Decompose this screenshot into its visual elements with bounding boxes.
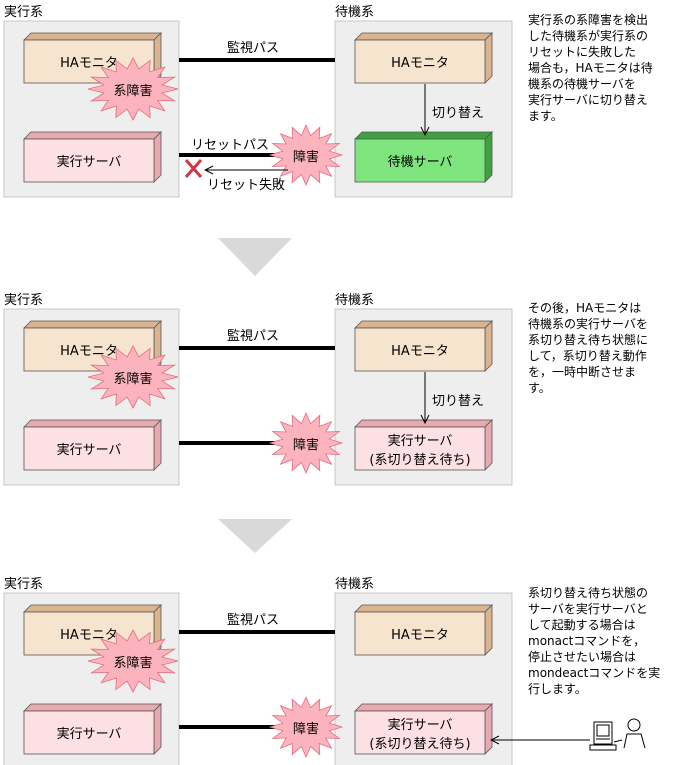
panel-2-standby-monitor-label: HAモニタ xyxy=(391,344,449,359)
panel-3-description: 系切り替え待ち状態の サーバを実行サーバと して起動する場合は monactコマ… xyxy=(528,586,661,696)
panel-3-standby-group-label: 待機系 xyxy=(335,577,374,592)
operator-terminal-icon xyxy=(589,718,646,751)
panel-3-monitor-path-label: 監視パス xyxy=(227,612,279,628)
panel-2-system-fault-icon xyxy=(87,345,179,409)
panel-1-active-server-box xyxy=(23,131,162,183)
panel-3-fault-label: 障害 xyxy=(293,721,319,737)
panel-1-system-fault-label: 系障害 xyxy=(113,83,152,99)
panel-1-active-server-label: 実行サーバ xyxy=(57,154,122,170)
panel-1-reset-failed-label: リセット失敗 xyxy=(207,178,285,193)
panel-3-standby-monitor-label: HAモニタ xyxy=(391,628,449,643)
panel-1-switch-label: 切り替え xyxy=(432,106,484,121)
panel-3-standby-server-label-1: 実行サーバ xyxy=(388,717,453,733)
panel-2-active-server-label: 実行サーバ xyxy=(57,442,122,458)
panel-2-switch-label: 切り替え xyxy=(432,394,484,409)
panel-3-standby-server-box xyxy=(354,703,493,755)
panel-3-active-monitor-label: HAモニタ xyxy=(60,628,118,643)
panel-1-standby-monitor-label: HAモニタ xyxy=(391,56,449,71)
panel-3-active-server-box xyxy=(23,703,162,755)
panel-2-fault-icon xyxy=(268,411,344,475)
panel-2-system-fault-label: 系障害 xyxy=(113,371,152,387)
down-arrow-divider-icon-1 xyxy=(218,238,292,276)
panel-1-fault-label: 障害 xyxy=(293,149,319,165)
panel-1-standby-group-label: 待機系 xyxy=(335,5,374,20)
panel-2-fault-label: 障害 xyxy=(293,437,319,453)
panel-2-active-server-box xyxy=(23,419,162,471)
panel-1-reset-path-label: リセットパス xyxy=(191,138,269,153)
panel-1-failure-x-icon xyxy=(184,159,203,178)
panel-3-system-fault-icon xyxy=(87,629,179,693)
panel-3-system-fault-label: 系障害 xyxy=(113,655,152,671)
panel-2-standby-server-label-1: 実行サーバ xyxy=(388,433,453,449)
panel-1-monitor-path-label: 監視パス xyxy=(227,40,279,56)
panel-1-standby-server-label: 待機サーバ xyxy=(388,155,453,170)
panel-2-standby-server-box xyxy=(354,419,493,471)
panel-2-active-group-label: 実行系 xyxy=(4,292,43,308)
panel-1-standby-server-box xyxy=(354,131,493,183)
panel-1-active-group-label: 実行系 xyxy=(4,4,43,20)
panel-3-active-server-label: 実行サーバ xyxy=(57,726,122,742)
panel-3-standby-server-label-2: (系切り替え待ち) xyxy=(369,737,470,752)
panel-2-standby-group-label: 待機系 xyxy=(335,293,374,308)
down-arrow-divider-icon-2 xyxy=(218,519,292,553)
panel-2-description: その後，HAモニタは 待機系の実行サーバを 系切り替え待ち状態に して，系切り替… xyxy=(528,301,649,395)
panel-3-standby-monitor-box xyxy=(354,604,493,656)
panel-2-monitor-path-label: 監視パス xyxy=(227,328,279,344)
panel-2-standby-monitor-box xyxy=(354,320,493,372)
panel-1-system-fault-icon xyxy=(87,57,179,121)
panel-3-fault-icon xyxy=(268,695,344,759)
panel-1-description: 実行系の系障害を検出 した待機系が実行系の リセットに失敗した 場合も，HAモニ… xyxy=(528,13,653,123)
panel-3-active-group-label: 実行系 xyxy=(4,576,43,592)
panel-2-active-monitor-label: HAモニタ xyxy=(60,344,118,359)
panel-1-active-monitor-label: HAモニタ xyxy=(60,56,118,71)
panel-1-standby-monitor-box xyxy=(354,32,493,84)
panel-2-standby-server-label-2: (系切り替え待ち) xyxy=(369,453,470,468)
